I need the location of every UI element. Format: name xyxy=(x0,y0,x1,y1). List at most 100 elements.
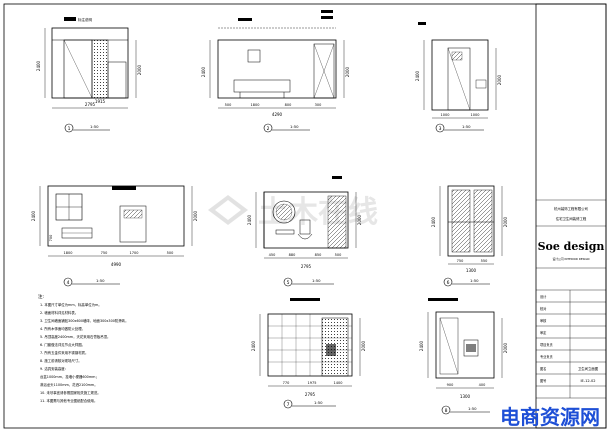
note-line-1: 1. 本图尺寸单位为mm，标高单位为m。 xyxy=(40,302,102,307)
elevation-3-dim-height: 2400 xyxy=(415,70,420,81)
elevation-4-dim-c: 1700 xyxy=(130,251,139,255)
elevation-4-dim-a: 1800 xyxy=(64,251,73,255)
note-line-11: 淋浴龙头1100mm，花洒2100mm。 xyxy=(40,382,98,387)
elevation-4-scale: 1:50 xyxy=(96,278,105,283)
elevation-5-dim-c: 850 xyxy=(315,253,322,257)
elevation-2-scale: 1:50 xyxy=(290,124,299,129)
elevation-2-dim-d: 300 xyxy=(315,103,322,107)
title-block-drawing-title: 卫生间立面图 xyxy=(578,366,599,371)
note-line-10: 台盆1000mm，挂墙小便器600mm； xyxy=(40,374,99,379)
background-watermark: 土木在线 xyxy=(208,195,378,230)
title-block-company: 杭州装饰工程有限公司 xyxy=(554,206,588,211)
note-line-13: 11. 本图需与其他专业图纸配合使用。 xyxy=(40,398,97,403)
svg-text:7: 7 xyxy=(287,402,290,408)
elevation-5-dim-d: 500 xyxy=(335,253,342,257)
title-block-row-7: 图名 xyxy=(540,366,546,371)
elevation-1-dim-width: 2795 xyxy=(85,102,96,107)
note-line-4: 4. 所有木饰面均做防火处理。 xyxy=(40,326,85,331)
note-line-12: 10. 未尽事宜请参照国家相关施工规范。 xyxy=(40,390,101,395)
title-block-project: 住宅卫生间装修工程 xyxy=(556,216,587,221)
title-block: 杭州装饰工程有限公司 住宅卫生间装修工程 Soe design 设计公司 INT… xyxy=(535,3,607,429)
elevation-2-dim-b: 1800 xyxy=(251,103,260,107)
elevation-5-dim-height-r: 2000 xyxy=(357,214,362,225)
elevation-8-dim-height-r: 2000 xyxy=(503,342,508,353)
general-notes: 注: 1. 本图尺寸单位为mm，标高单位为m。 2. 墙面材料详见材料表。 3.… xyxy=(38,293,128,403)
elevation-6-scale: 1:50 xyxy=(470,278,479,283)
title-block-logo-sub: 设计公司 INTERIOR DESIGN xyxy=(552,257,589,261)
title-block-row-5: 项目负责 xyxy=(540,342,553,347)
elevation-1-dim-height: 2400 xyxy=(36,60,41,71)
elevation-3-dim-b: 1000 xyxy=(471,113,480,117)
elevation-5-dim-b: 880 xyxy=(289,253,296,257)
elevation-5-scale: 1:50 xyxy=(312,278,321,283)
elevation-8-dim-b: 400 xyxy=(479,383,486,387)
elevation-6-dim-a: 750 xyxy=(457,259,464,263)
elevation-5-dim-a: 450 xyxy=(269,253,276,257)
note-line-7: 7. 所有五金件采用不锈钢材质。 xyxy=(40,350,88,355)
elevation-4-dim-low: 700 xyxy=(49,235,53,242)
elevation-7: 2795 770 1975 1400 2400 2000 7 1:50 xyxy=(251,298,366,409)
elevation-4: 4990 1800 750 1700 500 2400 700 2000 4 1… xyxy=(31,185,198,287)
elevation-2: 4290 500 1800 800 300 2400 2000 2 1:50 xyxy=(201,10,350,133)
elevation-2-dim-c: 800 xyxy=(285,103,292,107)
elevation-8-dim-total: 1300 xyxy=(460,394,471,399)
title-block-sheet-no: IE-12-02 xyxy=(580,379,595,383)
elevation-6-dim-height: 2400 xyxy=(431,216,436,227)
elevation-2-dim-height: 2400 xyxy=(201,66,206,77)
note-line-6: 6. 门套做法详见节点大样图。 xyxy=(40,342,85,347)
elevation-4-dim-total: 4990 xyxy=(111,262,122,267)
elevation-7-scale: 1:50 xyxy=(314,400,323,405)
elevation-8-dim-a: 900 xyxy=(447,383,454,387)
elevation-1-dim-height-2: 2000 xyxy=(137,64,142,75)
elevation-7-dim-c: 1400 xyxy=(334,381,343,385)
elevation-2-dim-a: 500 xyxy=(225,103,232,107)
elevation-2-dim-height-r: 2000 xyxy=(345,66,350,77)
title-block-row-4: 审定 xyxy=(540,330,547,335)
elevation-1: 标注说明 2795 1915 2400 2000 1 1:50 xyxy=(36,17,142,133)
elevation-4-dim-d: 500 xyxy=(167,251,174,255)
elevation-5-dim-total: 2795 xyxy=(301,264,312,269)
title-block-row-8: 图号 xyxy=(540,378,546,383)
svg-text:1: 1 xyxy=(68,126,71,132)
note-line-5: 5. 吊顶高度2400mm，天花采用石膏板吊顶。 xyxy=(40,334,110,339)
elevation-5: 2795 450 880 850 500 2400 2000 5 1:50 xyxy=(247,176,362,287)
elevation-8: 1300 900 400 2400 2000 8 1:50 xyxy=(419,298,508,415)
site-watermark: 电商资源网 xyxy=(500,405,600,429)
elevation-3-dim-a: 1000 xyxy=(441,113,450,117)
elevation-7-dim-b: 1975 xyxy=(308,381,317,385)
svg-text:8: 8 xyxy=(445,408,448,414)
title-block-logo: Soe design xyxy=(538,240,605,253)
notes-title: 注: xyxy=(38,293,44,300)
svg-text:标注说明: 标注说明 xyxy=(78,17,92,22)
elevation-8-scale: 1:50 xyxy=(468,406,477,411)
elevation-4-dim-height-r: 2000 xyxy=(193,210,198,221)
svg-text:4: 4 xyxy=(67,280,70,286)
note-line-8: 8. 施工前请核对现场尺寸。 xyxy=(40,358,82,363)
svg-text:3: 3 xyxy=(439,126,442,132)
elevation-7-dim-a: 770 xyxy=(283,381,290,385)
elevation-1-scale: 1:50 xyxy=(90,124,99,129)
elevation-5-dim-height: 2400 xyxy=(247,214,252,225)
elevation-2-dim-total: 4290 xyxy=(272,112,283,117)
elevation-6: 750 550 1300 2400 2000 6 1:50 xyxy=(431,185,508,287)
elevation-8-dim-height: 2400 xyxy=(419,340,424,351)
elevation-7-dim-total: 2795 xyxy=(305,392,316,397)
elevation-3-dim-height-r: 2000 xyxy=(497,74,502,85)
elevation-6-dim-b: 550 xyxy=(481,259,488,263)
svg-text:2: 2 xyxy=(267,126,270,132)
elevation-3-scale: 1:50 xyxy=(462,124,471,129)
elevation-3: 1000 1000 2400 2000 3 1:50 xyxy=(415,22,502,133)
elevation-4-dim-b: 750 xyxy=(101,251,108,255)
title-block-row-3: 审核 xyxy=(540,318,547,323)
title-block-row-2: 校对 xyxy=(540,306,547,311)
elevation-7-dim-height: 2400 xyxy=(251,340,256,351)
note-line-2: 2. 墙面材料详见材料表。 xyxy=(40,310,78,315)
svg-text:6: 6 xyxy=(447,280,450,286)
elevation-4-dim-height: 2400 xyxy=(31,210,36,221)
svg-text:5: 5 xyxy=(287,280,290,286)
title-block-row-6: 专业负责 xyxy=(540,354,553,359)
title-block-row-1: 设计 xyxy=(540,294,547,299)
elevation-6-dim-height-r: 2000 xyxy=(503,216,508,227)
elevation-7-dim-height-r: 2000 xyxy=(361,340,366,351)
